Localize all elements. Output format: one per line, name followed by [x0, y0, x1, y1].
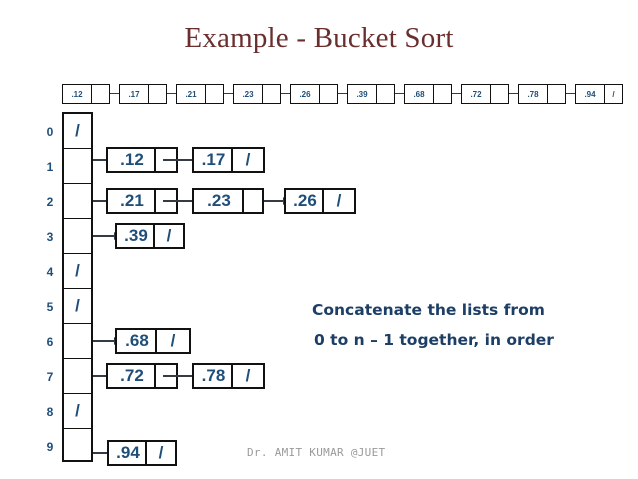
bucket-2-node-1: .23: [192, 188, 264, 214]
bucket-index-9: 9: [46, 439, 54, 454]
concat-node-9-value: .94: [576, 85, 605, 103]
bucket-2-node-1-value: .23: [194, 190, 244, 212]
bucket-null-5: /: [75, 296, 80, 315]
bucket-cell-2[interactable]: 2: [47, 184, 91, 219]
bucket-2-node-0-value: .21: [108, 190, 156, 212]
concat-node-7-value: .72: [462, 85, 491, 103]
concat-node-2-value: .21: [177, 85, 206, 103]
bucket-2-node-2-value: .26: [286, 190, 324, 212]
concat-node-7-pointer: [491, 85, 508, 103]
concat-node-3: .23: [233, 84, 281, 104]
annotation-line-2: 0 to n – 1 together, in order: [314, 331, 554, 349]
bucket-null-4: /: [75, 261, 80, 280]
bucket-index-1: 1: [46, 159, 54, 174]
concat-node-6-pointer: [434, 85, 451, 103]
bucket-index-6: 6: [46, 334, 54, 349]
bucket-index-8: 8: [46, 404, 54, 419]
bucket-6-node-0: .68 /: [115, 328, 191, 354]
concat-node-8: .78: [518, 84, 566, 104]
bucket-9-node-0: .94 /: [107, 440, 177, 466]
bucket-cell-0[interactable]: 0 /: [47, 114, 91, 149]
concat-node-5-pointer: [377, 85, 394, 103]
concat-node-1-value: .17: [120, 85, 149, 103]
concat-node-9-pointer: /: [612, 89, 615, 99]
concat-node-9: .94 /: [575, 84, 623, 104]
concat-node-4-pointer: [320, 85, 337, 103]
bucket-7-node-1-value: .78: [194, 365, 233, 387]
bucket-index-4: 4: [46, 264, 54, 279]
concat-node-8-pointer: [548, 85, 565, 103]
bucket-6-node-0-pointer: /: [170, 331, 176, 350]
bucket-1-node-0-value: .12: [108, 149, 156, 171]
concat-node-4: .26: [290, 84, 338, 104]
concat-node-2-pointer: [206, 85, 223, 103]
bucket-cell-5[interactable]: 5 /: [47, 289, 91, 324]
concat-node-4-value: .26: [291, 85, 320, 103]
bucket-null-8: /: [75, 401, 80, 420]
bucket-1-node-1: .17 /: [192, 147, 265, 173]
bucket-index-2: 2: [46, 194, 54, 209]
bucket-7-node-1-pointer: /: [245, 366, 251, 385]
concat-node-0-value: .12: [63, 85, 92, 103]
bucket-1-node-1-pointer: /: [245, 150, 251, 169]
concat-node-7: .72: [461, 84, 509, 104]
annotation-text: Concatenate the lists from 0 to n – 1 to…: [312, 295, 632, 355]
bucket-2-node-1-pointer: [244, 190, 262, 212]
bucket-9-node-0-value: .94: [109, 442, 147, 464]
concat-node-0-pointer: [92, 85, 109, 103]
concat-node-0: .12: [62, 84, 110, 104]
bucket-cell-3[interactable]: 3: [47, 219, 91, 254]
bucket-cell-9[interactable]: 9: [47, 429, 91, 464]
bucket-9-node-0-pointer: /: [158, 443, 164, 462]
concat-node-6: .68: [404, 84, 452, 104]
concat-node-6-value: .68: [405, 85, 434, 103]
bucket-null-0: /: [75, 121, 80, 140]
bucket-index-5: 5: [46, 299, 54, 314]
bucket-7-node-1: .78 /: [192, 363, 265, 389]
bucket-3-node-0-value: .39: [117, 225, 155, 247]
bucket-2-node-2: .26 /: [284, 188, 356, 214]
page-title: Example - Bucket Sort: [184, 22, 454, 54]
bucket-cell-4[interactable]: 4 /: [47, 254, 91, 289]
footer-credit: Dr. AMIT KUMAR @JUET: [247, 446, 386, 459]
bucket-7-node-0-value: .72: [108, 365, 156, 387]
bucket-3-node-0-pointer: /: [166, 226, 172, 245]
bucket-index-3: 3: [46, 229, 54, 244]
bucket-cell-6[interactable]: 6: [47, 324, 91, 359]
bucket-2-node-2-pointer: /: [336, 191, 342, 210]
bucket-cell-7[interactable]: 7: [47, 359, 91, 394]
concat-node-5: .39: [347, 84, 395, 104]
concat-node-3-value: .23: [234, 85, 263, 103]
concat-node-5-value: .39: [348, 85, 377, 103]
bucket-1-node-1-value: .17: [194, 149, 233, 171]
bucket-1-node-0: .12: [106, 147, 178, 173]
bucket-array: 0 / 1 2 3 4 / 5 / 6 7 8 / 9: [47, 112, 93, 464]
bucket-index-7: 7: [46, 369, 54, 384]
concat-node-3-pointer: [263, 85, 280, 103]
bucket-cell-8[interactable]: 8 /: [47, 394, 91, 429]
annotation-line-1: Concatenate the lists from: [312, 301, 545, 319]
bucket-index-0: 0: [46, 124, 54, 139]
bucket-cell-1[interactable]: 1: [47, 149, 91, 184]
bucket-6-node-0-value: .68: [117, 330, 157, 352]
concat-node-8-value: .78: [519, 85, 548, 103]
concat-node-2: .21: [176, 84, 224, 104]
concat-node-1: .17: [119, 84, 167, 104]
bucket-3-node-0: .39 /: [115, 223, 185, 249]
concat-node-1-pointer: [149, 85, 166, 103]
